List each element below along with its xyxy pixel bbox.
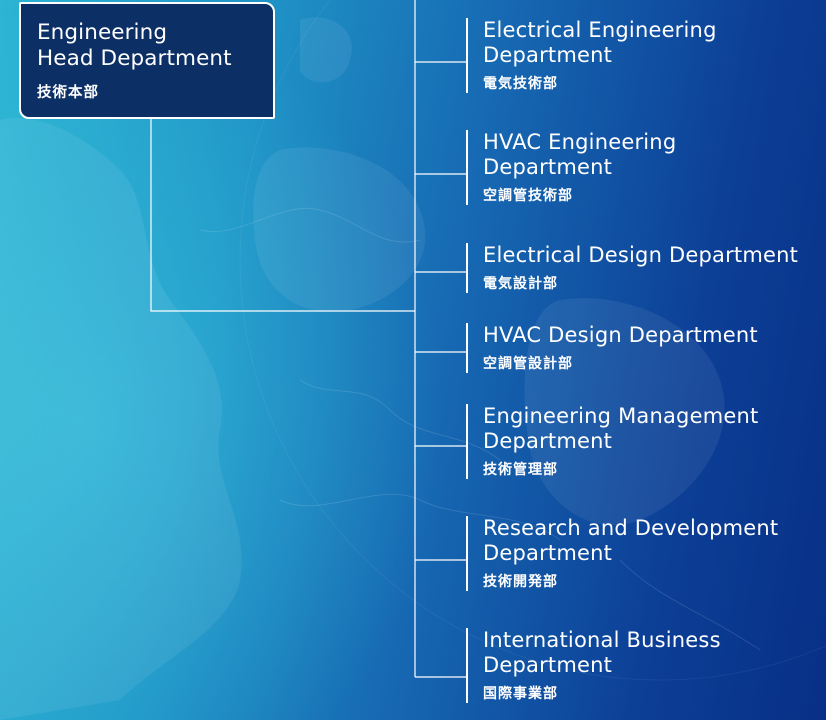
department-name-ja: 空調管技術部 <box>483 188 573 204</box>
department-name-ja: 空調管設計部 <box>483 356 573 372</box>
department-name-en: International Business Department <box>483 628 721 677</box>
department-international-business: International Business Department 国際事業部 <box>466 628 826 703</box>
head-department-box: Engineering Head Department 技術本部 <box>19 2 275 119</box>
department-name-ja: 技術管理部 <box>483 462 558 478</box>
department-hvac-design: HVAC Design Department 空調管設計部 <box>466 323 826 373</box>
head-department-name-ja: 技術本部 <box>37 85 99 101</box>
department-electrical-engineering: Electrical Engineering Department 電気技術部 <box>466 18 826 93</box>
department-name-ja: 電気設計部 <box>483 276 558 292</box>
department-name-ja: 国際事業部 <box>483 686 558 702</box>
department-name-en: Engineering Management Department <box>483 404 759 453</box>
department-name-en: HVAC Design Department <box>483 323 758 347</box>
department-name-en: HVAC Engineering Department <box>483 130 677 179</box>
department-research-and-development: Research and Development Department 技術開発… <box>466 516 826 591</box>
department-electrical-design: Electrical Design Department 電気設計部 <box>466 243 826 293</box>
head-department-name-en: Engineering Head Department <box>37 20 232 71</box>
department-name-en: Electrical Engineering Department <box>483 18 717 67</box>
department-engineering-management: Engineering Management Department 技術管理部 <box>466 404 826 479</box>
department-name-ja: 電気技術部 <box>483 76 558 92</box>
department-name-en: Research and Development Department <box>483 516 779 565</box>
department-name-ja: 技術開発部 <box>483 574 558 590</box>
department-hvac-engineering: HVAC Engineering Department 空調管技術部 <box>466 130 826 205</box>
connector-head-drop <box>150 119 415 312</box>
department-name-en: Electrical Design Department <box>483 243 799 267</box>
